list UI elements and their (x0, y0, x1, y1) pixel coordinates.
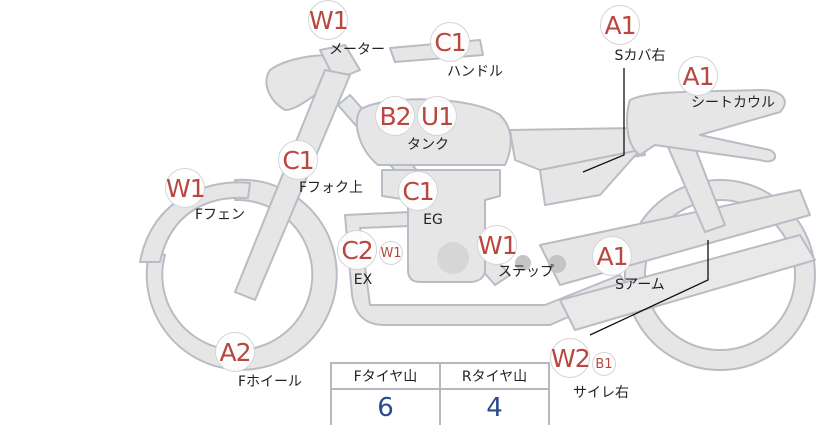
part-label-seat-cowl: シートカウル (691, 95, 775, 111)
grade-badge-exhaust: C2 (337, 230, 377, 270)
part-label-handle: ハンドル (447, 64, 503, 80)
part-label-side-cover-right: Sカバ右 (614, 48, 666, 64)
front-fork-shape (234, 69, 351, 301)
front-tire-header: Fタイヤ山 (330, 362, 441, 390)
part-label-front-fender: Fフェン (194, 207, 246, 223)
grade-badge-handle: C1 (430, 22, 470, 62)
grade-badge-seat-cowl: A1 (678, 56, 718, 96)
part-label-swing-arm: Sアーム (615, 277, 665, 293)
grade-badge-tank-1: B2 (375, 96, 415, 136)
rear-tire-header: Rタイヤ山 (439, 362, 550, 390)
grade-badge-step: W1 (477, 225, 518, 265)
grade-badge-side-cover-right: A1 (600, 5, 640, 45)
part-label-front-wheel: Fホイール (237, 374, 303, 390)
rear-tire-value: 4 (439, 388, 550, 425)
part-label-front-fork-upper: Fフォク上 (298, 180, 364, 196)
grade-badge-front-wheel: A2 (215, 332, 255, 372)
silencer-shape (559, 234, 816, 331)
sub-grade-badge-silencer-right: B1 (592, 352, 616, 376)
part-label-engine: EG (423, 212, 443, 228)
part-label-exhaust: EX (353, 272, 373, 288)
grade-badge-front-fender: W1 (165, 168, 206, 208)
grade-badge-tank-2: U1 (417, 96, 457, 136)
grade-badge-swing-arm: A1 (592, 236, 632, 276)
part-label-silencer-right: サイレ右 (573, 385, 629, 401)
grade-badge-engine: C1 (398, 171, 438, 211)
grade-badge-meter: W1 (308, 0, 349, 40)
part-label-tank: タンク (407, 137, 449, 153)
grade-badge-silencer-right: W2 (550, 338, 591, 378)
part-label-meter: メーター (329, 42, 385, 58)
front-tire-value: 6 (330, 388, 441, 425)
tire-tread-table: Fタイヤ山 Rタイヤ山 6 4 (330, 362, 550, 425)
sub-grade-badge-exhaust: W1 (379, 241, 403, 265)
part-label-step: ステップ (498, 264, 554, 280)
grade-badge-front-fork-upper: C1 (278, 140, 318, 180)
